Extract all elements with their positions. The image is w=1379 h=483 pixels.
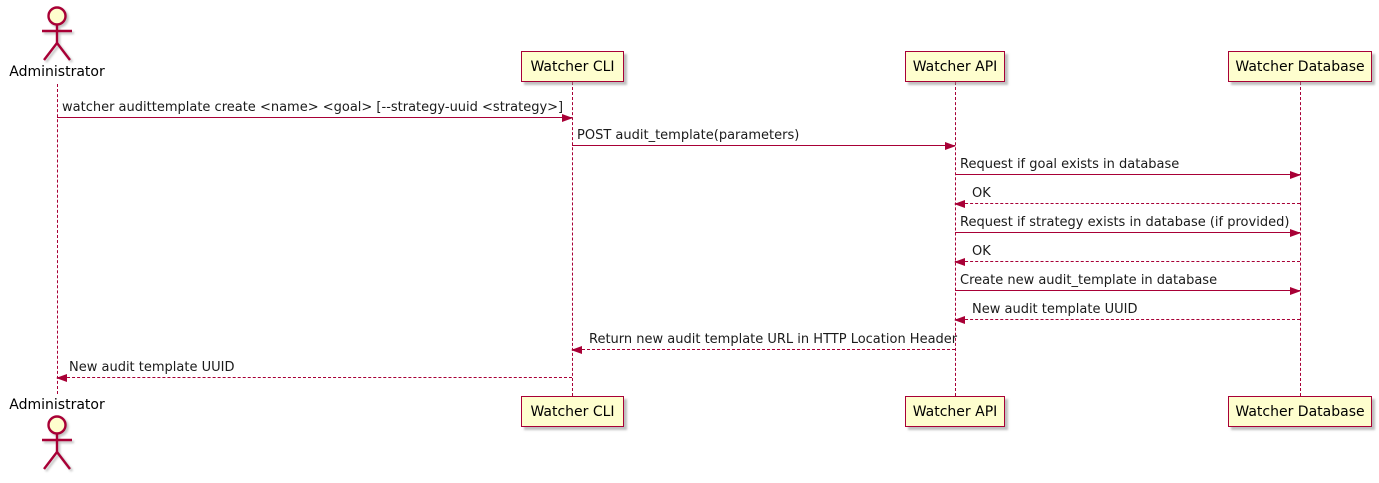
message-label: OK	[972, 244, 991, 259]
message-post-audit-template: POST audit_template(parameters)	[572, 127, 956, 151]
lifeline-administrator	[57, 84, 58, 394]
arrowhead-icon	[562, 114, 573, 123]
participant-watcher-cli-bottom: Watcher CLI	[521, 396, 624, 427]
participant-watcher-cli-top: Watcher CLI	[521, 51, 624, 82]
participant-watcher-api-bottom: Watcher API	[905, 396, 1005, 427]
message-label: POST audit_template(parameters)	[577, 128, 800, 143]
message-label: Return new audit template URL in HTTP Lo…	[589, 332, 958, 347]
arrowhead-icon	[56, 374, 67, 383]
message-ok-strategy: OK	[954, 243, 1300, 267]
message-return-url-location-header: Return new audit template URL in HTTP Lo…	[571, 331, 958, 355]
arrowhead-icon	[954, 258, 965, 267]
message-line	[57, 377, 572, 378]
arrowhead-icon	[945, 142, 956, 151]
arrowhead-icon	[1290, 229, 1301, 238]
message-label: OK	[972, 186, 991, 201]
participant-watcher-database-bottom: Watcher Database	[1228, 396, 1372, 427]
message-new-uuid-to-admin: New audit template UUID	[56, 359, 572, 383]
actor-label-top: Administrator	[9, 64, 105, 80]
participant-watcher-api-top: Watcher API	[905, 51, 1005, 82]
actor-icon	[42, 6, 72, 61]
arrowhead-icon	[571, 346, 582, 355]
message-label: Create new audit_template in database	[960, 273, 1218, 288]
participant-label: Watcher CLI	[530, 58, 615, 75]
arrowhead-icon	[1290, 287, 1301, 296]
message-create-audittemplate: watcher audittemplate create <name> <goa…	[57, 99, 573, 123]
message-label: New audit template UUID	[69, 360, 235, 375]
participant-label: Watcher API	[912, 58, 998, 75]
participant-label: Watcher CLI	[530, 403, 615, 420]
message-line	[955, 232, 1300, 233]
participant-label: Watcher API	[912, 403, 998, 420]
participant-label: Watcher Database	[1235, 58, 1365, 75]
arrowhead-icon	[954, 316, 965, 325]
arrowhead-icon	[1290, 171, 1301, 180]
message-line	[955, 174, 1300, 175]
message-line	[955, 290, 1300, 291]
message-label: New audit template UUID	[972, 302, 1138, 317]
message-line	[955, 319, 1300, 320]
message-label: watcher audittemplate create <name> <goa…	[62, 100, 564, 115]
actor-label-bottom: Administrator	[9, 397, 105, 413]
message-new-uuid-from-db: New audit template UUID	[954, 301, 1300, 325]
message-request-strategy-exists: Request if strategy exists in database (…	[955, 214, 1301, 238]
lifeline-watcher-database	[1300, 82, 1301, 396]
message-label: Request if strategy exists in database (…	[960, 215, 1290, 230]
message-request-goal-exists: Request if goal exists in database	[955, 156, 1301, 180]
message-line	[955, 261, 1300, 262]
message-create-in-database: Create new audit_template in database	[955, 272, 1301, 296]
message-label: Request if goal exists in database	[960, 157, 1180, 172]
participant-watcher-database-top: Watcher Database	[1228, 51, 1372, 82]
message-line	[572, 145, 955, 146]
message-line	[572, 349, 955, 350]
message-ok-goal: OK	[954, 185, 1300, 209]
message-line	[57, 117, 572, 118]
lifeline-watcher-api	[955, 82, 956, 396]
message-line	[955, 203, 1300, 204]
lifeline-watcher-cli	[572, 82, 573, 396]
participant-label: Watcher Database	[1235, 403, 1365, 420]
actor-icon	[42, 415, 72, 470]
arrowhead-icon	[954, 200, 965, 209]
